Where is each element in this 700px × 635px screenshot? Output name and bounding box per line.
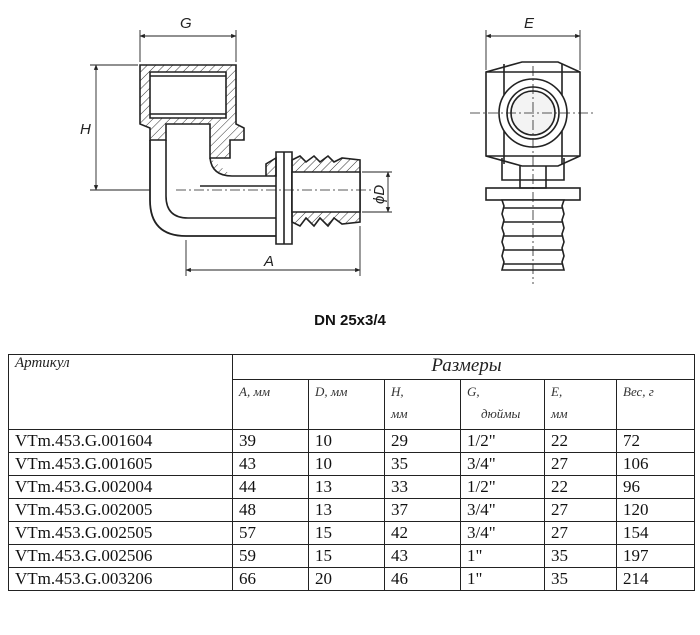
value-cell: 27 [544,498,617,522]
value-cell: 72 [616,429,695,453]
article-cell: VTm.453.G.003206 [8,567,233,591]
value-cell: 120 [616,498,695,522]
value-cell: 3/4" [460,521,545,545]
dim-label-d: ϕD [371,185,388,204]
article-cell: VTm.453.G.001605 [8,452,233,476]
value-cell: 46 [384,567,461,591]
value-cell: 3/4" [460,452,545,476]
value-cell: 48 [232,498,309,522]
value-cell: 197 [616,544,695,568]
column-header: E, мм [544,379,617,430]
size-caption: DN 25x3/4 [314,312,386,329]
column-header-unit: дюймы [481,406,521,421]
value-cell: 1" [460,567,545,591]
value-cell: 96 [616,475,695,499]
column-header: D, мм [308,379,385,430]
value-cell: 43 [384,544,461,568]
column-header-unit: мм [391,406,408,421]
dim-label-g: G [180,15,192,32]
value-cell: 33 [384,475,461,499]
value-cell: 22 [544,475,617,499]
column-header-line: E, [551,384,563,399]
article-cell: VTm.453.G.002505 [8,521,233,545]
article-cell: VTm.453.G.002506 [8,544,233,568]
specification-table: Артикул Размеры A, мм D, мм H, мм G,дюймы E, м… [8,354,695,591]
value-cell: 37 [384,498,461,522]
value-cell: 15 [308,544,385,568]
article-cell: VTm.453.G.002004 [8,475,233,499]
column-header: Вес, г [616,379,695,430]
sizes-header: Размеры [232,354,695,380]
front-view [470,61,596,284]
column-header-line: Вес, г [623,384,654,399]
column-header: G,дюймы [460,379,545,430]
article-cell: VTm.453.G.002005 [8,498,233,522]
front-view-dimensions [485,30,581,70]
value-cell: 44 [232,475,309,499]
value-cell: 13 [308,475,385,499]
value-cell: 1" [460,544,545,568]
column-header-line: D, мм [315,384,348,399]
article-cell: VTm.453.G.001604 [8,429,233,453]
value-cell: 106 [616,452,695,476]
value-cell: 39 [232,429,309,453]
value-cell: 15 [308,521,385,545]
value-cell: 10 [308,429,385,453]
value-cell: 214 [616,567,695,591]
value-cell: 27 [544,452,617,476]
table-header-row: Артикул Размеры [8,354,695,430]
value-cell: 13 [308,498,385,522]
column-header-unit: мм [551,406,568,421]
value-cell: 66 [232,567,309,591]
side-section-view [139,64,372,245]
dim-label-a: A [263,253,274,270]
column-header-line: A, мм [239,384,271,399]
value-cell: 57 [232,521,309,545]
column-header-line: H, [391,384,404,399]
value-cell: 35 [544,567,617,591]
dim-label-e: E [524,15,535,32]
side-view-dimensions [90,30,392,276]
value-cell: 43 [232,452,309,476]
value-cell: 29 [384,429,461,453]
value-cell: 1/2" [460,429,545,453]
value-cell: 20 [308,567,385,591]
value-cell: 3/4" [460,498,545,522]
value-cell: 59 [232,544,309,568]
article-header: Артикул [8,354,233,430]
dim-label-h: H [80,121,91,138]
value-cell: 42 [384,521,461,545]
fitting-technical-drawing: G H A ϕD E [80,15,596,284]
value-cell: 35 [544,544,617,568]
column-header: H, мм [384,379,461,430]
value-cell: 27 [544,521,617,545]
column-header-line: G, [467,384,480,399]
value-cell: 1/2" [460,475,545,499]
column-header: A, мм [232,379,309,430]
value-cell: 35 [384,452,461,476]
value-cell: 154 [616,521,695,545]
value-cell: 22 [544,429,617,453]
value-cell: 10 [308,452,385,476]
